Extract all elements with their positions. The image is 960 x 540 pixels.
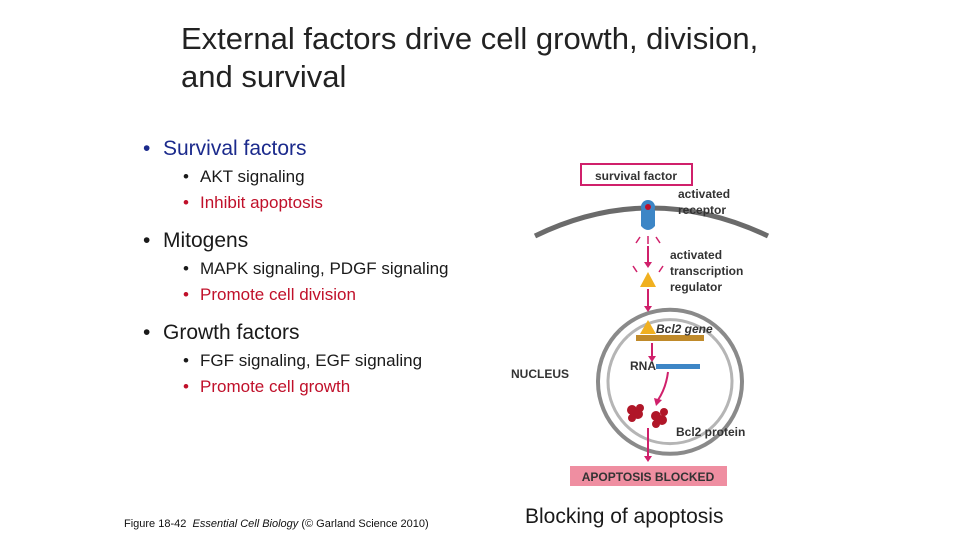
bullet-heading: Mitogens bbox=[163, 229, 249, 252]
gene-label: Bcl2 gene bbox=[656, 322, 713, 336]
slide-title: External factors drive cell growth, divi… bbox=[181, 21, 759, 94]
nuclear-envelope-top bbox=[618, 307, 722, 332]
ligand-dot bbox=[645, 204, 651, 210]
bullet-heading: Growth factors bbox=[163, 321, 300, 344]
sub-bullet-text: Promote cell growth bbox=[200, 377, 351, 396]
bullet-list: •Survival factors •AKT signaling •Inhibi… bbox=[143, 134, 523, 410]
sub-bullet: •FGF signaling, EGF signaling bbox=[183, 351, 423, 370]
survival-factor-box bbox=[580, 163, 693, 186]
sub-bullet-text: FGF signaling, EGF signaling bbox=[200, 351, 423, 370]
arrow-head bbox=[644, 306, 652, 312]
nuclear-envelope-inner-top bbox=[626, 318, 714, 338]
bullet-group-growth: •Growth factors •FGF signaling, EGF sign… bbox=[143, 318, 523, 400]
rna-bar bbox=[656, 364, 700, 369]
sub-bullet-text: Inhibit apoptosis bbox=[200, 193, 323, 212]
bullet-group-survival: •Survival factors •AKT signaling •Inhibi… bbox=[143, 134, 523, 216]
sub-bullet: •Inhibit apoptosis bbox=[183, 193, 323, 212]
regulator-label-3: regulator bbox=[670, 280, 722, 294]
regulator-burst-icon bbox=[632, 265, 664, 273]
bcl2-gene-bar bbox=[636, 335, 704, 341]
apoptosis-blocked-label: APOPTOSIS BLOCKED bbox=[582, 470, 715, 484]
sub-bullet: •MAPK signaling, PDGF signaling bbox=[183, 259, 449, 278]
protein-label: Bcl2 protein bbox=[676, 425, 745, 439]
caption-prefix: Figure 18-42 bbox=[124, 518, 187, 530]
caption-book: Essential Cell Biology bbox=[192, 518, 299, 530]
bullet-growth-factors: •Growth factors bbox=[143, 321, 300, 344]
arrow-head bbox=[644, 262, 652, 268]
survival-factor-label: survival factor bbox=[595, 169, 677, 183]
sub-bullet: •AKT signaling bbox=[183, 167, 305, 186]
nuclear-envelope-inner bbox=[606, 334, 734, 446]
caption-suffix: (© Garland Science 2010) bbox=[301, 518, 429, 530]
sub-bullet-text: AKT signaling bbox=[200, 167, 305, 186]
activation-burst-icon bbox=[635, 236, 661, 244]
regulator-label-2: transcription bbox=[670, 264, 743, 278]
apoptosis-diagram: survival factor activated receptor activ… bbox=[511, 163, 770, 486]
arrow-head bbox=[654, 398, 662, 406]
activated-receptor-label-2: receptor bbox=[678, 203, 726, 217]
rna-label: RNA bbox=[630, 359, 656, 373]
regulator-label-1: activated bbox=[670, 248, 722, 262]
sub-bullet: •Promote cell growth bbox=[183, 377, 351, 396]
sub-bullet-text: Promote cell division bbox=[200, 285, 356, 304]
transcription-regulator-icon bbox=[640, 272, 656, 287]
apoptosis-blocked-box bbox=[570, 466, 727, 486]
bullet-mitogens: •Mitogens bbox=[143, 229, 249, 252]
nucleus-label: NUCLEUS bbox=[511, 367, 569, 381]
bcl2-protein-icon bbox=[627, 404, 668, 428]
regulator-on-gene-icon bbox=[640, 320, 656, 334]
figure-caption: Figure 18-42 Essential Cell Biology (© G… bbox=[124, 518, 429, 530]
bullet-heading: Survival factors bbox=[163, 137, 307, 160]
bullet-group-mitogens: •Mitogens •MAPK signaling, PDGF signalin… bbox=[143, 226, 523, 308]
arrow-line bbox=[657, 371, 669, 401]
bullet-survival-factors: •Survival factors bbox=[143, 137, 307, 160]
nuclear-envelope-outer bbox=[596, 328, 744, 456]
receptor-stalk bbox=[641, 210, 655, 230]
activated-receptor-label-1: activated bbox=[678, 187, 730, 201]
arrow-head bbox=[648, 356, 656, 362]
sub-bullet: •Promote cell division bbox=[183, 285, 356, 304]
arrow-head bbox=[644, 456, 652, 462]
sub-bullet-text: MAPK signaling, PDGF signaling bbox=[200, 259, 449, 278]
blocking-label: Blocking of apoptosis bbox=[525, 505, 724, 528]
